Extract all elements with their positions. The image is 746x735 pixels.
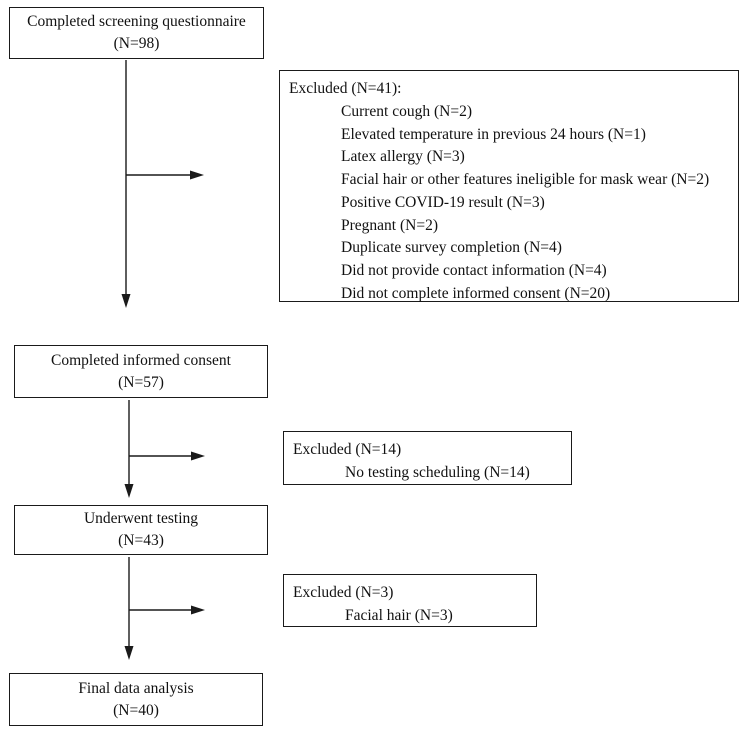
excluded-screening-reason: Positive COVID-19 result (N=3) — [341, 193, 545, 211]
node-completed-consent: Completed informed consent (N=57) — [14, 345, 268, 398]
excluded-screening-reason: Pregnant (N=2) — [341, 216, 438, 234]
node-completed-screening-count: (N=98) — [113, 35, 160, 52]
excluded-screening-reason: Current cough (N=2) — [341, 102, 472, 120]
node-underwent-testing: Underwent testing (N=43) — [14, 505, 268, 555]
excluded-consent-heading: Excluded (N=14) — [293, 441, 402, 458]
node-excluded-testing: Excluded (N=3) Facial hair (N=3) — [283, 574, 537, 627]
node-final-analysis-count: (N=40) — [113, 701, 159, 719]
node-underwent-testing-title: Underwent testing — [83, 510, 199, 527]
excluded-screening-reason: Elevated temperature in previous 24 hour… — [341, 125, 646, 143]
excluded-screening-reason: Did not provide contact information (N=4… — [341, 262, 607, 280]
node-completed-consent-title: Completed informed consent — [51, 351, 231, 369]
node-completed-screening-title: Completed screening questionnaire — [27, 13, 246, 30]
node-excluded-screening: Excluded (N=41): Current cough (N=2) Ele… — [279, 70, 739, 302]
excluded-screening-heading: Excluded (N=41): — [289, 80, 402, 97]
node-final-analysis: Final data analysis (N=40) — [9, 673, 263, 726]
excluded-testing-reason: Facial hair (N=3) — [345, 606, 453, 624]
node-completed-screening: Completed screening questionnaire (N=98) — [9, 7, 264, 59]
node-underwent-testing-count: (N=43) — [118, 532, 164, 549]
node-completed-consent-count: (N=57) — [118, 373, 164, 391]
node-excluded-consent: Excluded (N=14) No testing scheduling (N… — [283, 431, 572, 485]
excluded-consent-reason: No testing scheduling (N=14) — [345, 463, 530, 481]
excluded-screening-reason: Did not complete informed consent (N=20) — [341, 285, 611, 303]
excluded-screening-reason: Facial hair or other features ineligible… — [341, 171, 710, 189]
excluded-screening-reason: Latex allergy (N=3) — [341, 148, 465, 166]
node-final-analysis-title: Final data analysis — [78, 679, 194, 697]
excluded-screening-reason: Duplicate survey completion (N=4) — [341, 239, 562, 257]
excluded-testing-heading: Excluded (N=3) — [293, 584, 394, 601]
